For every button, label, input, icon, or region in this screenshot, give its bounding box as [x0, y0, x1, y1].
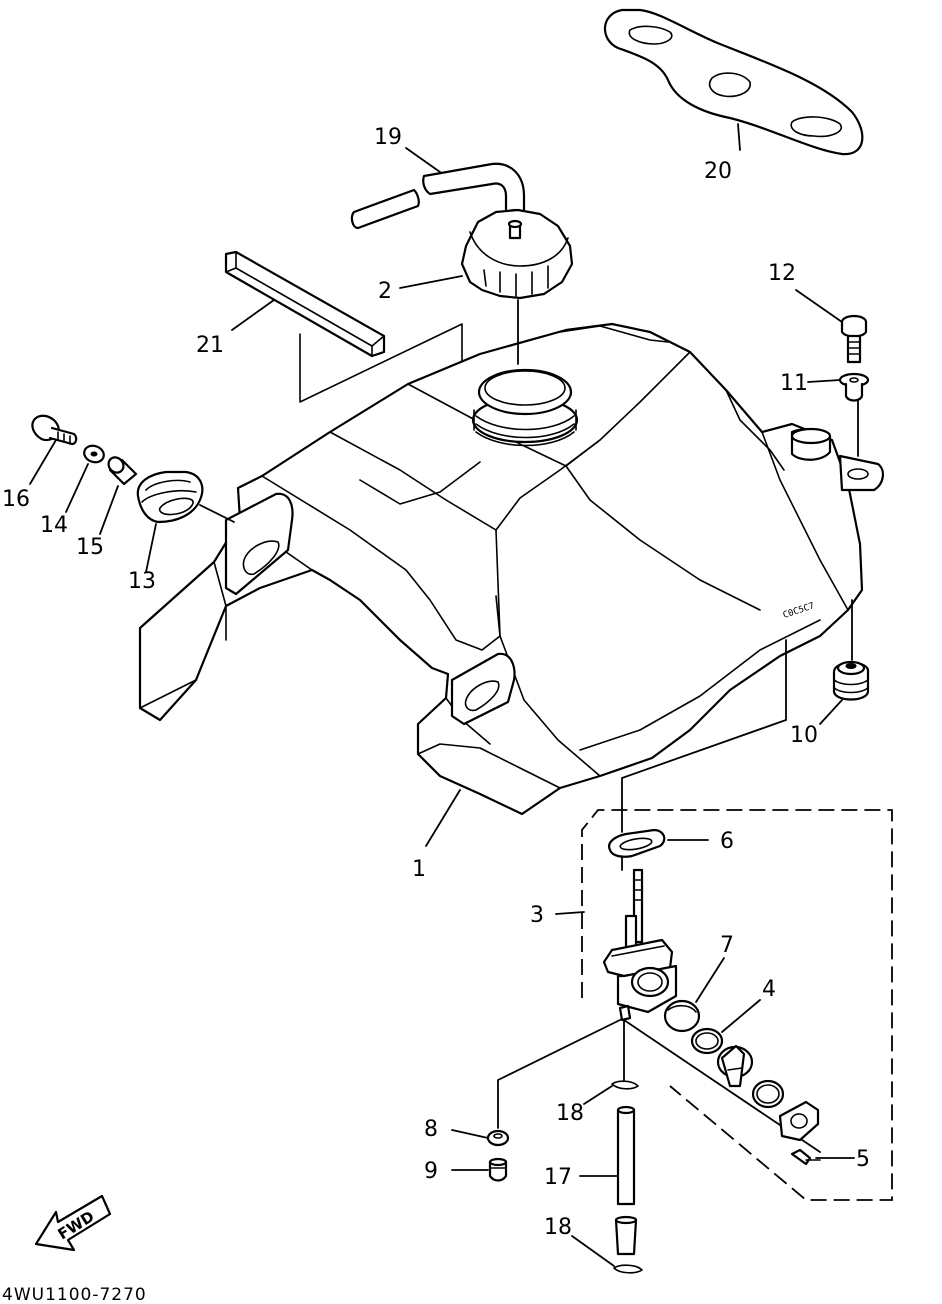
callout-10: 10: [790, 723, 818, 748]
part-1-fuel-tank[interactable]: C0C5C7: [138, 322, 884, 816]
callout-16: 16: [2, 487, 30, 512]
part-20-pad[interactable]: [603, 8, 864, 156]
cover-plate[interactable]: [778, 1100, 820, 1142]
part-6-gasket[interactable]: [608, 828, 666, 858]
callout-19: 19: [374, 125, 402, 150]
part-11-collar[interactable]: [838, 372, 870, 402]
callout-13: 13: [128, 569, 156, 594]
part-2-fuel-cap[interactable]: [460, 208, 574, 300]
callout-3: 3: [530, 903, 544, 928]
callout-15: 15: [76, 535, 104, 560]
callout-7: 7: [720, 933, 734, 958]
callout-18-upper: 18: [556, 1101, 584, 1126]
part-5-screw[interactable]: [790, 1148, 821, 1166]
callout-4: 4: [762, 977, 776, 1002]
part-15-collar[interactable]: [105, 454, 138, 486]
callout-18-lower: 18: [544, 1215, 572, 1240]
callout-14: 14: [40, 513, 68, 538]
callout-11: 11: [780, 371, 808, 396]
part-7-filter[interactable]: [663, 999, 701, 1033]
part-16-bolt[interactable]: [31, 414, 78, 446]
callout-6: 6: [720, 829, 734, 854]
callout-17: 17: [544, 1165, 572, 1190]
part-18-clip-lower[interactable]: [613, 1264, 643, 1274]
callout-12: 12: [768, 261, 796, 286]
diagram-code: 4WU1100-7270: [2, 1285, 147, 1304]
callout-8: 8: [424, 1117, 438, 1142]
part-9-screw[interactable]: [488, 1157, 508, 1182]
part-13-grommet[interactable]: [136, 470, 204, 524]
fuel-cock-body[interactable]: [602, 868, 678, 1022]
part-4-o-ring[interactable]: [690, 1027, 724, 1055]
callout-numbers: 1 2 3 4 5 6 7 8 9 10 11 12 13 14 15 16 1…: [2, 125, 870, 1240]
part-10-grommet[interactable]: [832, 660, 870, 701]
part-12-bolt[interactable]: [840, 314, 868, 364]
part-14-washer[interactable]: [82, 443, 106, 465]
callout-leaders: [29, 123, 855, 1267]
callout-20: 20: [704, 159, 732, 184]
fwd-arrow-icon: FWD: [34, 1194, 112, 1252]
callout-21: 21: [196, 333, 224, 358]
part-17-fuel-hose[interactable]: [614, 1105, 638, 1256]
callout-9: 9: [424, 1159, 438, 1184]
part-18-clip-upper[interactable]: [611, 1080, 639, 1090]
part-8-washer[interactable]: [486, 1129, 510, 1147]
fuel-cock-lever[interactable]: [716, 1044, 754, 1088]
callout-2: 2: [378, 279, 392, 304]
callout-5: 5: [856, 1147, 870, 1172]
part-3-fuel-cock-assembly[interactable]: [581, 809, 893, 1201]
callout-1: 1: [412, 857, 426, 882]
